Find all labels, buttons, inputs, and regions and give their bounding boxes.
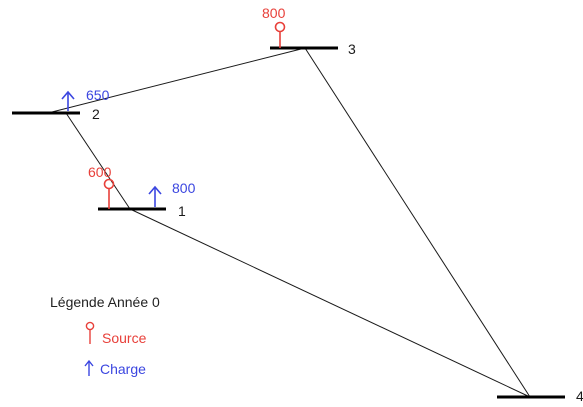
line-2-1: [65, 112, 131, 210]
source-circle-icon: [85, 321, 95, 344]
load-value-bus-1: 800: [172, 180, 196, 196]
source-icon-bus-1: [103, 178, 115, 209]
source-value-bus-3: 800: [262, 5, 286, 21]
load-value-bus-2: 650: [86, 87, 110, 103]
legend-load-label: Charge: [100, 361, 146, 377]
bus-label-1: 1: [178, 203, 186, 219]
source-value-bus-1: 600: [88, 164, 112, 180]
line-1-4: [129, 208, 531, 398]
legend: Légende Année 0 Source Charge: [50, 294, 160, 377]
line-3-4: [304, 47, 531, 398]
load-arrow-icon-bus-2: [61, 90, 75, 111]
bus-label-2: 2: [92, 106, 100, 122]
bus-label-3: 3: [348, 41, 356, 57]
source-icon-bus-3: [274, 21, 286, 48]
legend-source-label: Source: [102, 330, 147, 346]
line-2-3: [47, 47, 306, 114]
up-arrow-icon: [84, 359, 94, 376]
legend-title: Légende Année 0: [50, 294, 160, 310]
load-arrow-icon-bus-1: [148, 185, 162, 207]
bus-label-4: 4: [576, 388, 583, 404]
